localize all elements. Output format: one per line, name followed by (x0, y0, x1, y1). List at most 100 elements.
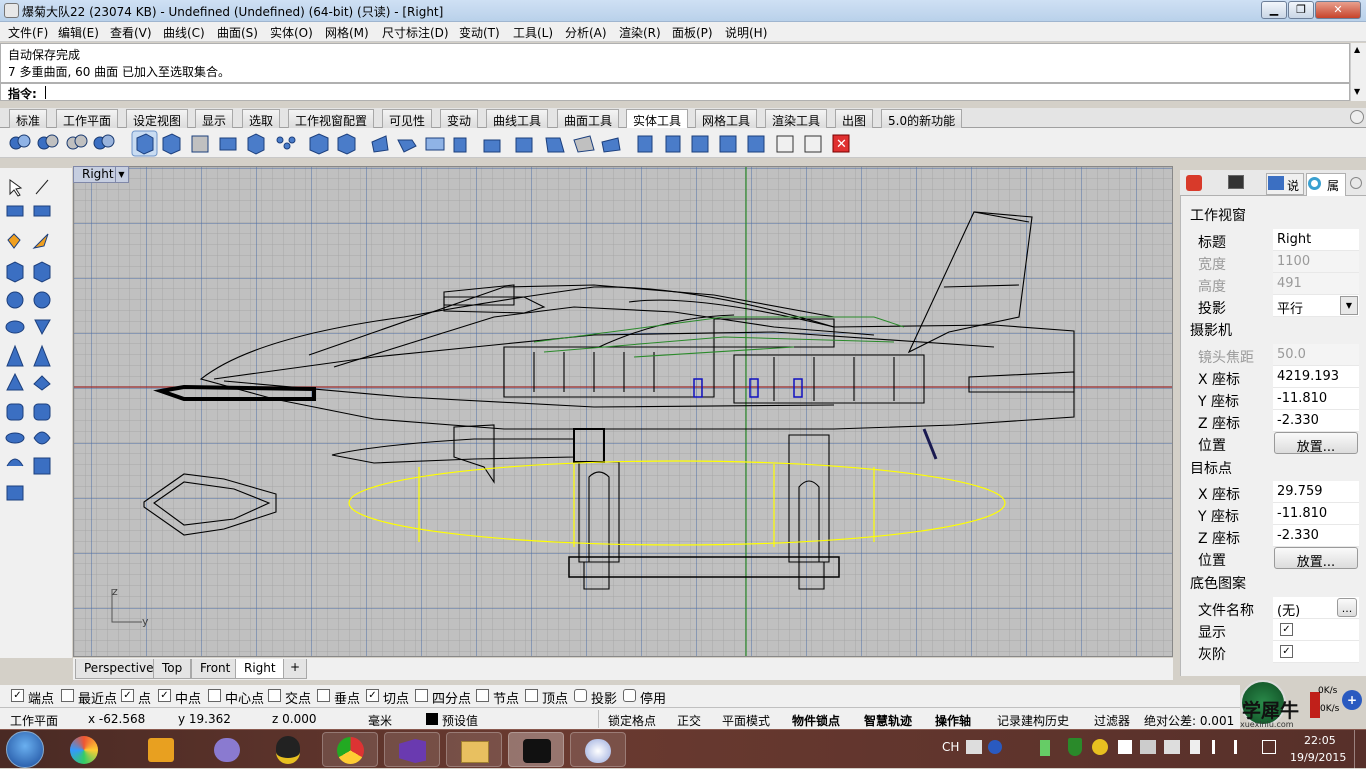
input-language[interactable]: CH (942, 740, 960, 754)
action-center-icon[interactable] (1262, 740, 1276, 754)
clock-date[interactable]: 19/9/2015 (1290, 751, 1347, 764)
tab-front[interactable]: Front (191, 659, 240, 679)
status-units[interactable]: 毫米 (368, 714, 393, 728)
start-button[interactable] (6, 731, 44, 768)
osnap-project-checkbox[interactable] (574, 689, 587, 702)
menu-transform[interactable]: 变动(T) (459, 26, 500, 40)
maximize-button[interactable]: ❐ (1288, 1, 1314, 19)
menu-tools[interactable]: 工具(L) (513, 26, 554, 40)
tab-viewport-layout[interactable]: 工作视窗配置 (288, 109, 375, 128)
osnap-mid-checkbox[interactable]: ✓ (158, 689, 171, 702)
osnap-vertex-checkbox[interactable] (525, 689, 538, 702)
menu-view[interactable]: 查看(V) (110, 26, 152, 40)
tab-perspective[interactable]: Perspective (75, 659, 163, 679)
taskbar-app-2[interactable] (134, 732, 190, 767)
menu-file[interactable]: 文件(F) (8, 26, 49, 40)
taskbar-visual-studio[interactable] (384, 732, 440, 767)
menu-panels[interactable]: 面板(P) (672, 26, 713, 40)
osnap-quad-checkbox[interactable] (415, 689, 428, 702)
tray-app-icon[interactable] (1140, 740, 1156, 754)
right-viewport[interactable]: z y (73, 166, 1173, 657)
osnap-near-checkbox[interactable] (61, 689, 74, 702)
osnap-cen-checkbox[interactable] (208, 689, 221, 702)
tab-surface-tools[interactable]: 曲面工具 (557, 109, 620, 128)
tab-transform[interactable]: 变动 (440, 109, 479, 128)
target-x-field[interactable]: 29.759 (1273, 481, 1359, 503)
status-cplane[interactable]: 工作平面 (10, 714, 59, 728)
status-smarttrack[interactable]: 智慧轨迹 (864, 714, 913, 728)
keyboard-icon[interactable] (966, 740, 982, 754)
osnap-point-checkbox[interactable]: ✓ (121, 689, 134, 702)
osnap-knot-checkbox[interactable] (476, 689, 489, 702)
tab-cplanes[interactable]: 工作平面 (56, 109, 119, 128)
scroll-up-icon[interactable]: ▲ (1354, 45, 1361, 54)
battery-icon[interactable] (1040, 740, 1050, 756)
minimize-button[interactable]: ▁ (1261, 1, 1287, 19)
target-z-field[interactable]: -2.330 (1273, 525, 1359, 547)
taskbar-explorer[interactable] (446, 732, 502, 767)
tab-visibility[interactable]: 可见性 (382, 109, 433, 128)
tab-new-in-v5[interactable]: 5.0的新功能 (881, 109, 963, 128)
show-desktop-button[interactable] (1354, 730, 1366, 769)
status-gumball[interactable]: 操作轴 (935, 714, 972, 728)
shield-icon[interactable] (1068, 738, 1082, 756)
menu-render[interactable]: 渲染(R) (619, 26, 661, 40)
target-y-field[interactable]: -11.810 (1273, 503, 1359, 525)
grayscale-checkbox[interactable]: ✓ (1280, 645, 1293, 658)
menu-help[interactable]: 说明(H) (725, 26, 768, 40)
taskbar-qq[interactable] (262, 732, 318, 767)
tab-display[interactable]: 显示 (195, 109, 234, 128)
command-scrollbar[interactable]: ▲ ▼ (1350, 43, 1366, 101)
camera-y-field[interactable]: -11.810 (1273, 388, 1359, 410)
add-viewport-icon[interactable]: + (283, 659, 308, 679)
rhino-app-icon[interactable] (4, 3, 19, 18)
status-layer[interactable]: 预设值 (442, 714, 479, 728)
add-icon[interactable]: + (1342, 690, 1362, 710)
tab-mesh-tools[interactable]: 网格工具 (695, 109, 758, 128)
scroll-down-icon[interactable]: ▼ (1354, 87, 1361, 96)
taskbar-rhino[interactable] (508, 732, 564, 767)
title-field[interactable]: Right (1273, 229, 1359, 251)
network-icon[interactable] (1212, 740, 1226, 754)
menu-edit[interactable]: 编辑(E) (58, 26, 99, 40)
command-input[interactable]: 指令: (0, 83, 1350, 101)
viewport-canvas[interactable]: z y (74, 167, 1173, 657)
osnap-perp-checkbox[interactable] (317, 689, 330, 702)
usb-icon[interactable] (1190, 740, 1200, 754)
tab-render-tools[interactable]: 渲染工具 (765, 109, 828, 128)
gear-icon[interactable] (1350, 110, 1364, 124)
close-button[interactable]: ✕ (1315, 1, 1361, 19)
dropbox-icon[interactable] (1164, 740, 1180, 754)
menu-analyze[interactable]: 分析(A) (565, 26, 607, 40)
osnap-int-checkbox[interactable] (268, 689, 281, 702)
panel-gear-icon[interactable] (1350, 177, 1362, 189)
status-planar[interactable]: 平面模式 (722, 714, 771, 728)
menu-dimension[interactable]: 尺寸标注(D) (382, 26, 449, 40)
osnap-disable-checkbox[interactable] (623, 689, 636, 702)
tab-set-view[interactable]: 设定视图 (126, 109, 189, 128)
layers-icon[interactable] (1186, 175, 1202, 191)
tab-top[interactable]: Top (153, 659, 192, 679)
camera-x-field[interactable]: 4219.193 (1273, 366, 1359, 388)
tab-solid-tools[interactable]: 实体工具 (626, 109, 689, 129)
taskbar-app-3[interactable] (200, 732, 256, 767)
tab-select[interactable]: 选取 (242, 109, 281, 128)
browse-file-button[interactable]: ... (1337, 598, 1357, 617)
menu-curve[interactable]: 曲线(C) (163, 26, 205, 40)
viewport-title[interactable]: Right ▼ (73, 166, 129, 183)
volume-icon[interactable] (1234, 740, 1248, 754)
status-filter[interactable]: 过滤器 (1094, 714, 1131, 728)
status-grid-snap[interactable]: 锁定格点 (608, 714, 657, 728)
security-tray-icon[interactable] (1092, 739, 1108, 755)
help-tray-icon[interactable] (988, 740, 1002, 754)
taskbar-paint[interactable] (570, 732, 626, 767)
tab-right[interactable]: Right (235, 659, 285, 679)
status-osnap[interactable]: 物件锁点 (792, 714, 841, 728)
display-icon[interactable] (1228, 175, 1244, 189)
show-checkbox[interactable]: ✓ (1280, 623, 1293, 636)
viewport-menu-arrow-icon[interactable]: ▼ (115, 167, 127, 182)
taskbar-app-1[interactable] (58, 732, 114, 767)
taskbar-chrome[interactable] (322, 732, 378, 767)
clock-time[interactable]: 22:05 (1304, 734, 1336, 747)
chevron-down-icon[interactable]: ▼ (1340, 296, 1358, 315)
